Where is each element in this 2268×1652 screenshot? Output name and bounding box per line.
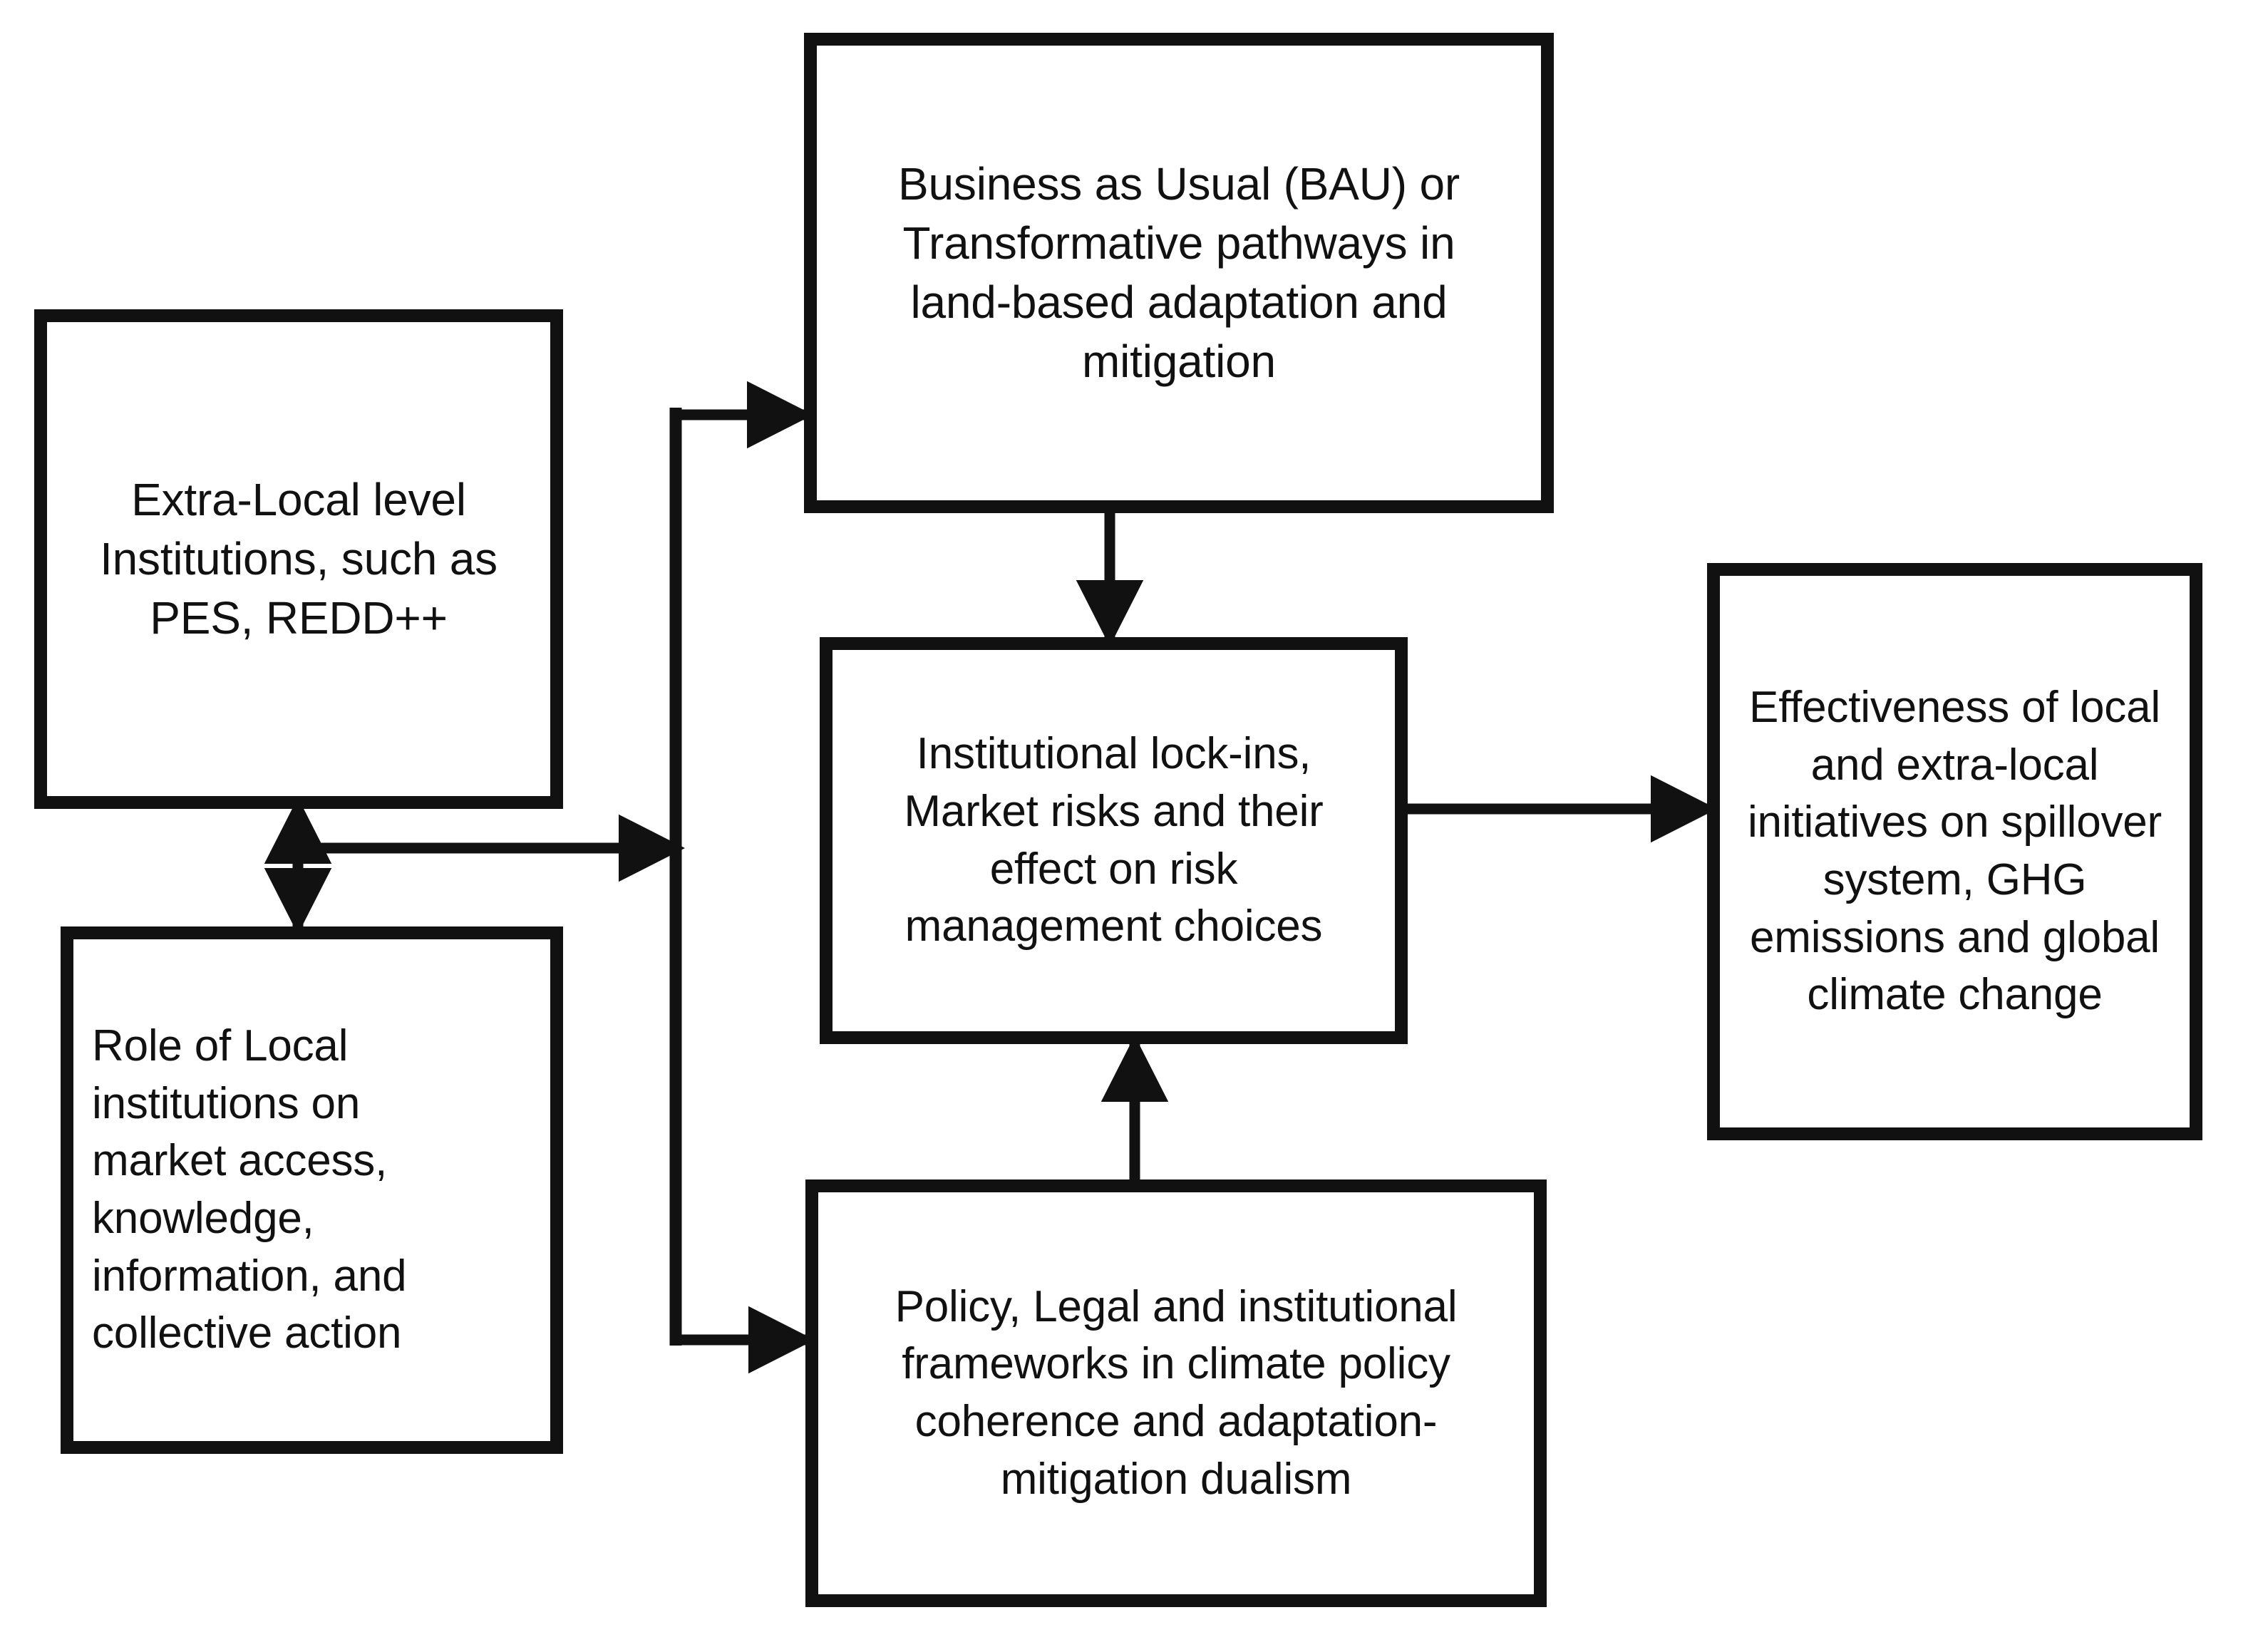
node-lockins-label: Institutional lock-ins, Market risks and… (904, 729, 1324, 951)
node-policy-label: Policy, Legal and institutional framewor… (895, 1281, 1458, 1504)
node-institutional-lockins-market-risks[interactable]: Institutional lock-ins, Market risks and… (820, 637, 1408, 1044)
node-bau-label: Business as Usual (BAU) or Transformativ… (898, 158, 1460, 388)
node-policy-legal-institutional-frameworks[interactable]: Policy, Legal and institutional framewor… (805, 1179, 1547, 1607)
node-extra-local-institutions[interactable]: Extra-Local level Institutions, such as … (34, 309, 563, 809)
node-role-local-label: Role of Local institutions on market acc… (92, 1021, 407, 1358)
node-effectiveness-label: Effectiveness of local and extra-local i… (1747, 683, 2163, 1020)
node-business-as-usual-pathways[interactable]: Business as Usual (BAU) or Transformativ… (804, 33, 1554, 513)
node-extra-local-label: Extra-Local level Institutions, such as … (100, 473, 498, 644)
node-effectiveness-of-initiatives[interactable]: Effectiveness of local and extra-local i… (1707, 563, 2202, 1140)
node-role-of-local-institutions[interactable]: Role of Local institutions on market acc… (61, 926, 563, 1454)
